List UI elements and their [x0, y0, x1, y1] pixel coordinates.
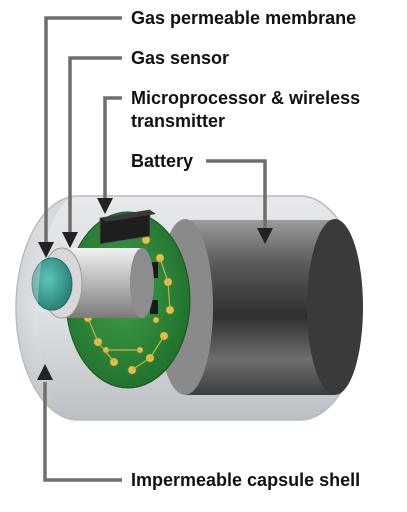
- label-microprocessor-line2: transmitter: [131, 111, 226, 131]
- capsule-front-cap: [16, 196, 78, 420]
- label-gas-sensor: Gas sensor: [131, 48, 230, 68]
- membrane-arrowhead: [38, 242, 54, 258]
- microprocessor-chip: [99, 209, 156, 245]
- battery-arrowhead: [257, 228, 273, 244]
- membrane-leader-line: [44, 16, 122, 246]
- micro-arrowhead: [97, 198, 113, 214]
- micro-leader-line: [103, 96, 122, 202]
- label-battery: Battery: [131, 151, 194, 171]
- sensor-leader-line: [68, 56, 122, 236]
- shell-arrowhead: [37, 364, 53, 380]
- battery-leader-line: [206, 159, 267, 232]
- label-impermeable-capsule-shell: Impermeable capsule shell: [131, 470, 361, 490]
- sensor-arrowhead: [62, 232, 78, 248]
- shell-leader-line: [43, 382, 122, 482]
- label-microprocessor-line1: Microprocessor & wireless: [131, 88, 361, 108]
- label-gas-permeable-membrane: Gas permeable membrane: [131, 8, 357, 28]
